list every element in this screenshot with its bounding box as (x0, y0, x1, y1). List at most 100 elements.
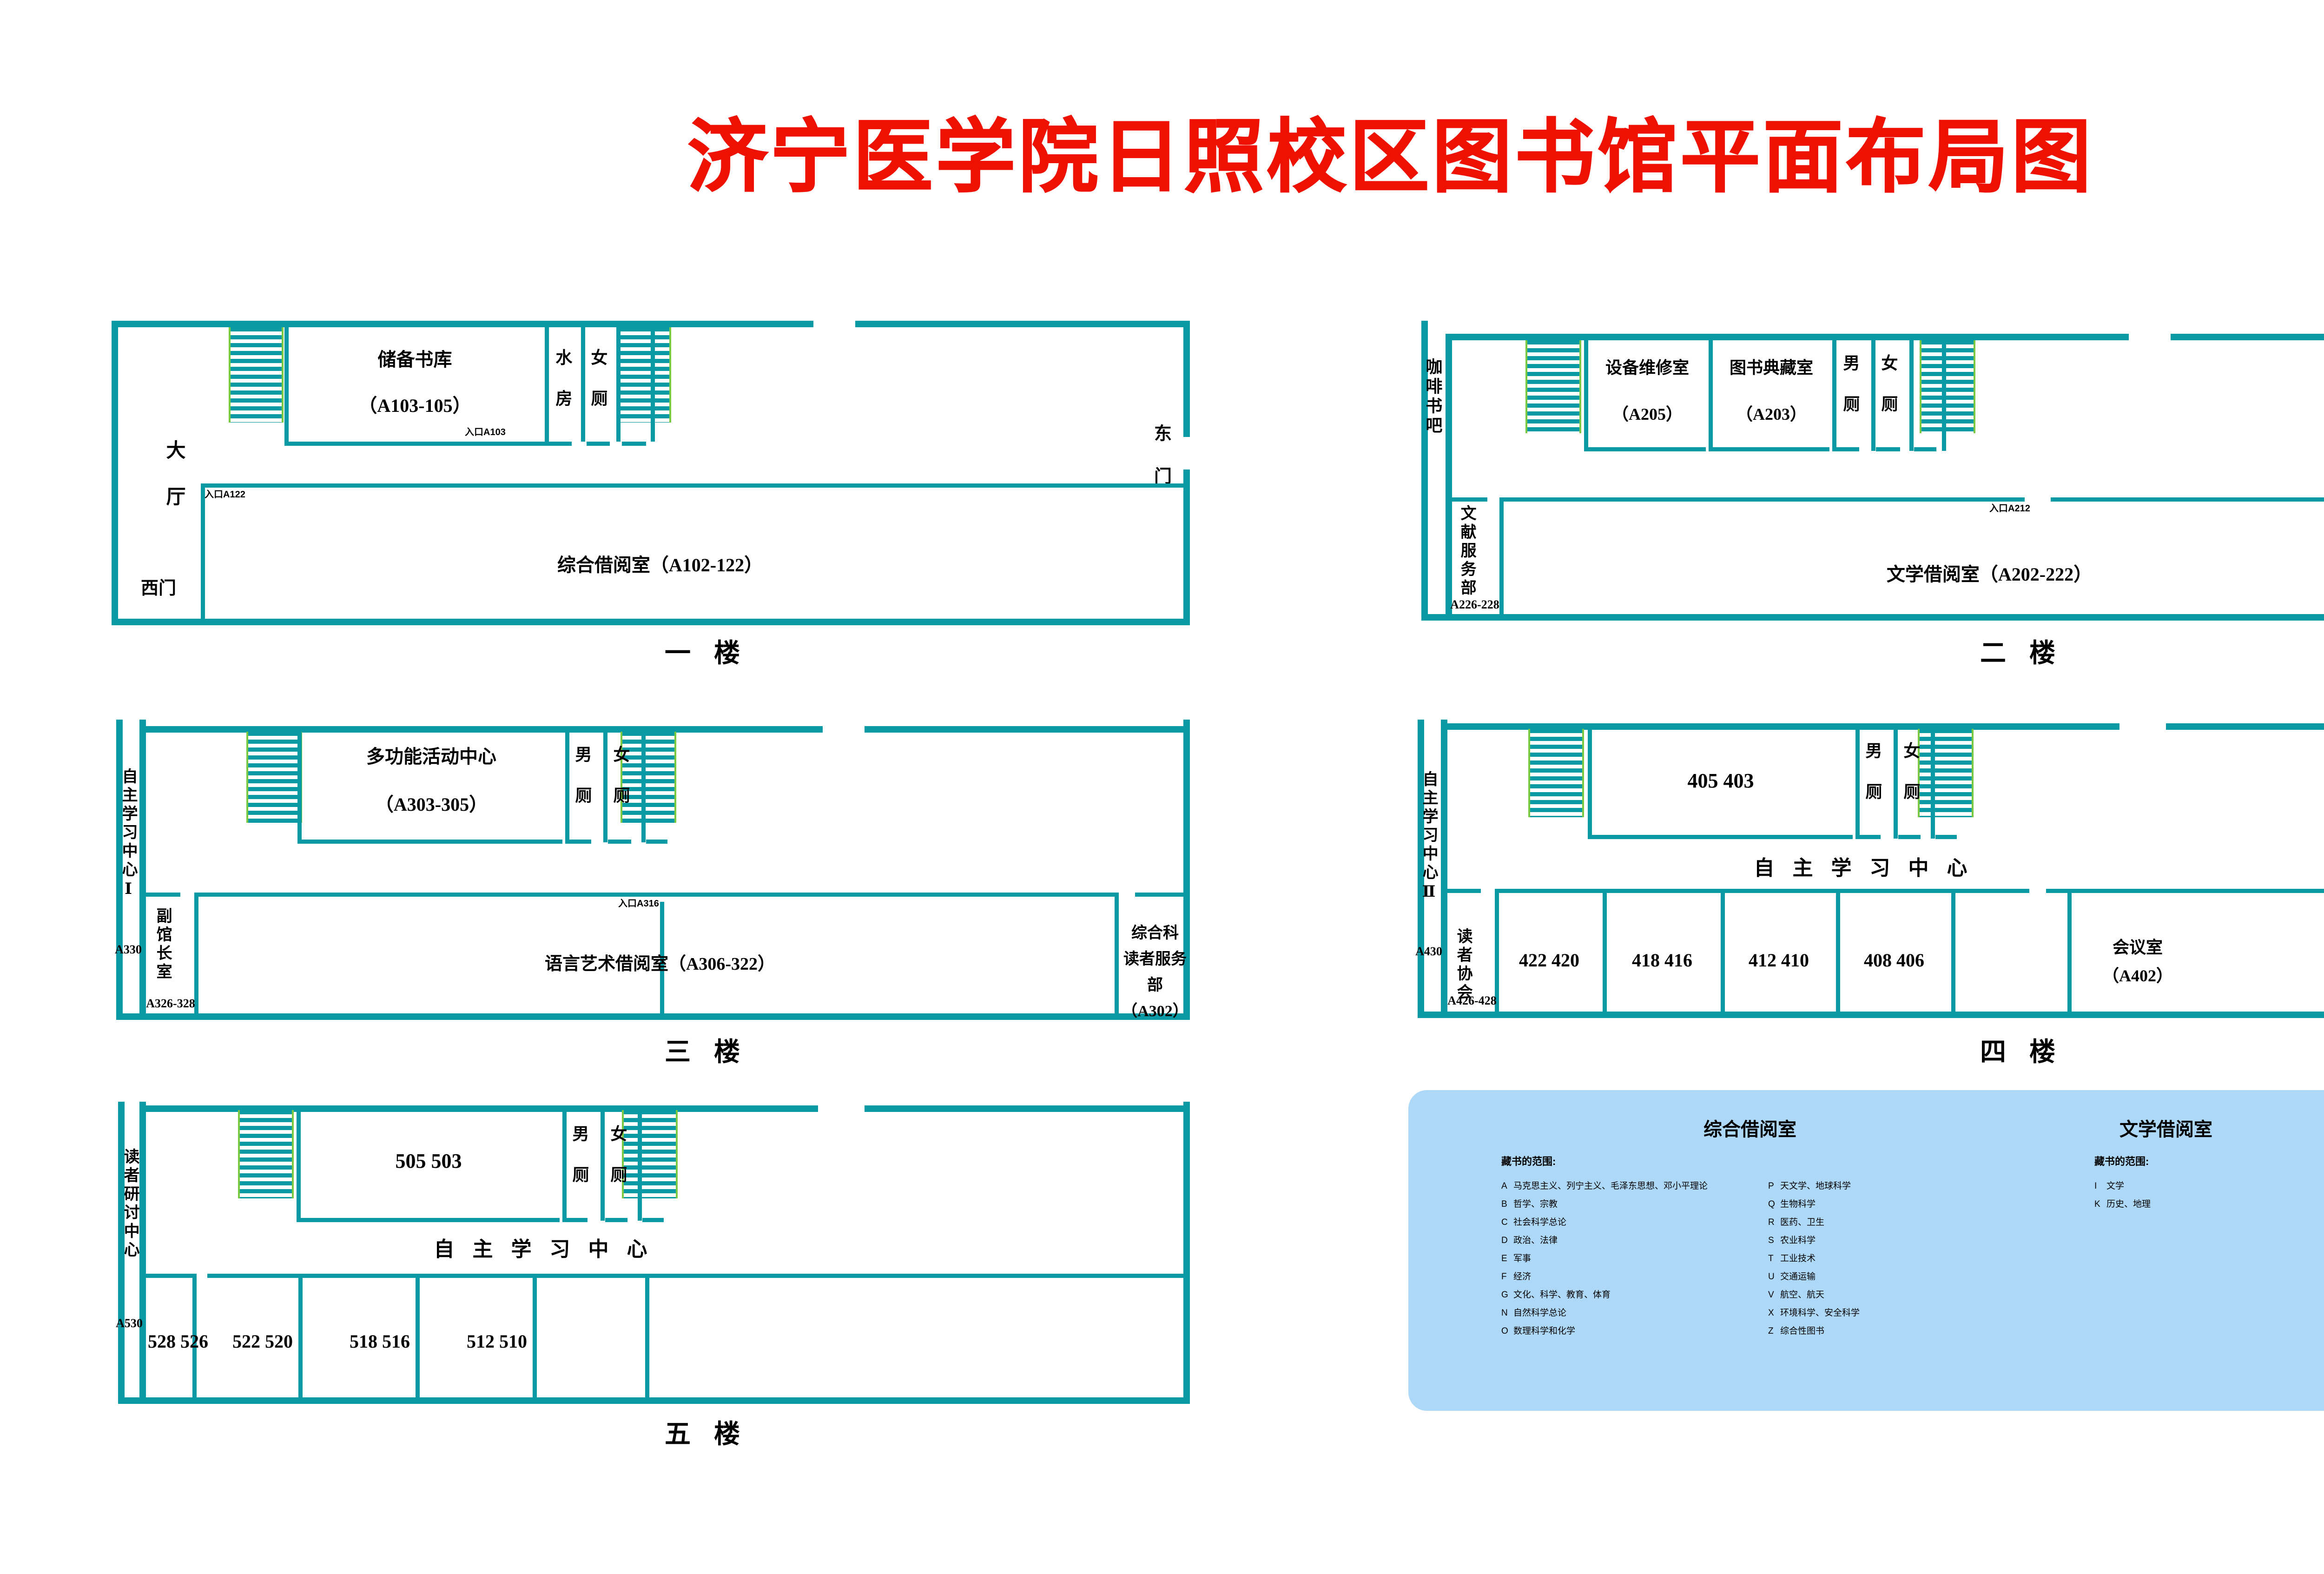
wall (603, 726, 607, 842)
wall (1446, 497, 1487, 502)
wall (1894, 723, 1898, 839)
reader-seminar-center-code: A530 (116, 1316, 143, 1330)
wall (1135, 893, 1185, 897)
wall (562, 1218, 588, 1222)
wall (2046, 889, 2324, 893)
wall (1499, 497, 2025, 502)
wall (139, 893, 180, 897)
room-label-water: 水 房 (553, 349, 572, 409)
wall (139, 720, 146, 1020)
room-numbers: 518 516 (350, 1331, 410, 1352)
room-numbers: 512 510 (467, 1331, 527, 1352)
wall (605, 1218, 627, 1222)
wall (139, 1274, 193, 1278)
page-title-bar: 济宁医学院日照校区图书馆平面布局图 (0, 116, 2324, 200)
floor-caption-3: 三 楼 (665, 1038, 748, 1067)
floor-caption-1: 一 楼 (665, 639, 748, 668)
wall (416, 1276, 420, 1399)
floor-plan-4: 自主学习中心Ⅱ A430 405 403 男 厕 女 厕 自 主 学 习 中 心… (1408, 716, 2324, 1067)
page-title: 济宁医学院日照校区图书馆平面布局图 (687, 114, 2094, 202)
stairs-west (246, 732, 302, 823)
wall (1446, 334, 1452, 617)
legend-group-language-art: 语言艺术借阅室 藏书的范围: H语言、文学 J艺术 (2291, 1114, 2324, 1214)
stairs-west (1525, 340, 1581, 433)
wall (562, 1105, 567, 1221)
wall (1876, 447, 1900, 451)
room-label-men-wc: 男 厕 (570, 1125, 589, 1185)
wall (608, 840, 631, 844)
wall-east-upper (1183, 321, 1190, 437)
wall (565, 840, 591, 844)
west-door-label: 西门 (140, 579, 176, 598)
room-label-women-wc: 女 厕 (1879, 354, 1898, 415)
wall-west (118, 1102, 125, 1404)
wall (660, 902, 664, 1015)
wall (1942, 334, 1946, 451)
deputy-director-label: 副馆长室 (154, 907, 172, 982)
wall (192, 1274, 197, 1399)
room-label: 设备维修室 （A205） (1605, 358, 1689, 424)
wall (112, 321, 813, 327)
wall-south (116, 1013, 1190, 1020)
wall (2067, 893, 2072, 1013)
floor-plan-5: 读者研讨中心 A530 505 503 男 厕 女 厕 自 主 学 习 中 心 … (112, 1088, 1301, 1460)
floor-plan-2: 咖啡书吧 设备维修室 （A205） 图书典藏室 （A203） 男 厕 女 厕 入… (1408, 321, 2324, 668)
wall (865, 1105, 1190, 1112)
wall (1499, 497, 1504, 617)
wall (865, 726, 1190, 733)
wall (2171, 334, 2324, 340)
entrance-label: 入口A316 (618, 899, 659, 909)
wall (1855, 723, 1860, 839)
wall-east-lower (1183, 470, 1190, 623)
wall (1832, 334, 1836, 451)
room-numbers: 412 410 (1749, 950, 1809, 971)
wall-west (1421, 321, 1428, 621)
stairs-east (616, 327, 671, 423)
stairs-east (622, 1110, 678, 1198)
legend-subtitle: 藏书的范围: (2094, 1156, 2149, 1167)
wall (622, 442, 646, 446)
room-label: 储备书库 （A103-105） (358, 349, 471, 417)
wall (1446, 334, 2129, 340)
floor-caption-2: 二 楼 (1980, 639, 2064, 668)
floor-plan-1: 储备书库 （A103-105） 入口A103 水 房 女 厕 大 厅 西门 东 … (112, 321, 1301, 668)
stairs-west (238, 1110, 294, 1198)
wall (646, 840, 667, 844)
wall (1588, 835, 1853, 839)
wall (1871, 334, 1875, 451)
wall-east (1183, 720, 1190, 1020)
self-study-center-center-label: 自 主 学 习 中 心 (1754, 857, 1974, 880)
room-numbers-top: 505 503 (395, 1150, 462, 1172)
wall (1584, 447, 1706, 451)
room-label-women-wc: 女 厕 (588, 349, 607, 409)
stairs-east (621, 732, 676, 823)
room-label: 语言艺术借阅室（A306-322） (544, 954, 776, 974)
room-label: 综合借阅室（A102-122） (557, 555, 763, 575)
stairs-east (1918, 729, 1974, 817)
wall (1898, 835, 1921, 839)
room-numbers-top: 405 403 (1687, 769, 1754, 792)
wall (855, 321, 1190, 327)
room-label-men-wc: 男 厕 (573, 746, 592, 806)
wall (207, 1274, 1185, 1278)
self-study-center-code: A330 (115, 943, 142, 956)
wall (298, 1276, 303, 1399)
self-study-center-code: A430 (1415, 945, 1442, 958)
room-label-women-wc: 女 厕 (1901, 742, 1920, 802)
room-label-men-wc: 男 厕 (1841, 354, 1860, 415)
wall (201, 483, 1186, 488)
wall-south (1418, 1012, 2324, 1018)
